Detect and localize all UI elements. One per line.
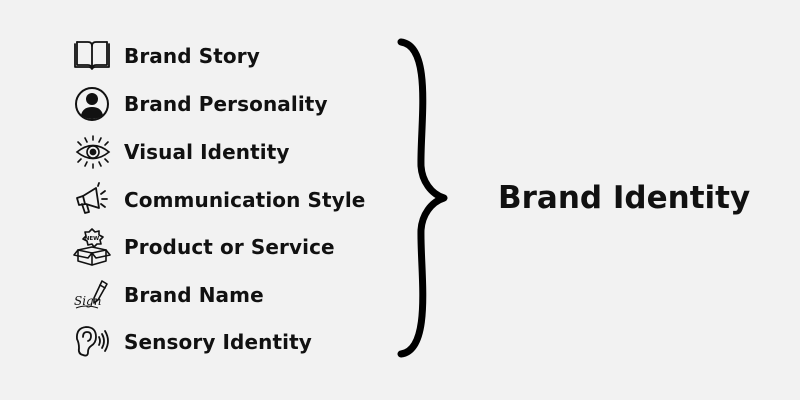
product-box-icon: NEW — [72, 228, 114, 266]
component-list: Brand Story Brand Personality Visual Ide — [0, 0, 380, 400]
person-avatar-icon — [72, 86, 114, 122]
list-item-brand-story: Brand Story — [72, 36, 260, 76]
list-item-product-or-service: NEW Product or Service — [72, 227, 335, 267]
result-label: Brand Identity — [498, 180, 751, 216]
eye-icon — [72, 134, 114, 170]
list-item-brand-name: Sign Brand Name — [72, 275, 264, 315]
badge-text: NEW — [85, 236, 99, 242]
list-item-sensory-identity: Sensory Identity — [72, 322, 312, 362]
item-label: Sensory Identity — [124, 330, 312, 354]
item-label: Brand Personality — [124, 92, 328, 116]
list-item-visual-identity: Visual Identity — [72, 132, 290, 172]
list-item-brand-personality: Brand Personality — [72, 84, 328, 124]
item-label: Visual Identity — [124, 140, 290, 164]
signature-pen-icon: Sign — [72, 277, 114, 313]
item-label: Product or Service — [124, 235, 335, 259]
list-item-communication-style: Communication Style — [72, 180, 365, 220]
item-label: Communication Style — [124, 188, 366, 212]
item-label: Brand Name — [124, 283, 264, 307]
ear-icon — [72, 324, 114, 360]
curly-brace — [397, 38, 448, 358]
item-label: Brand Story — [124, 44, 260, 68]
open-book-icon — [72, 38, 114, 74]
megaphone-icon — [72, 182, 114, 218]
